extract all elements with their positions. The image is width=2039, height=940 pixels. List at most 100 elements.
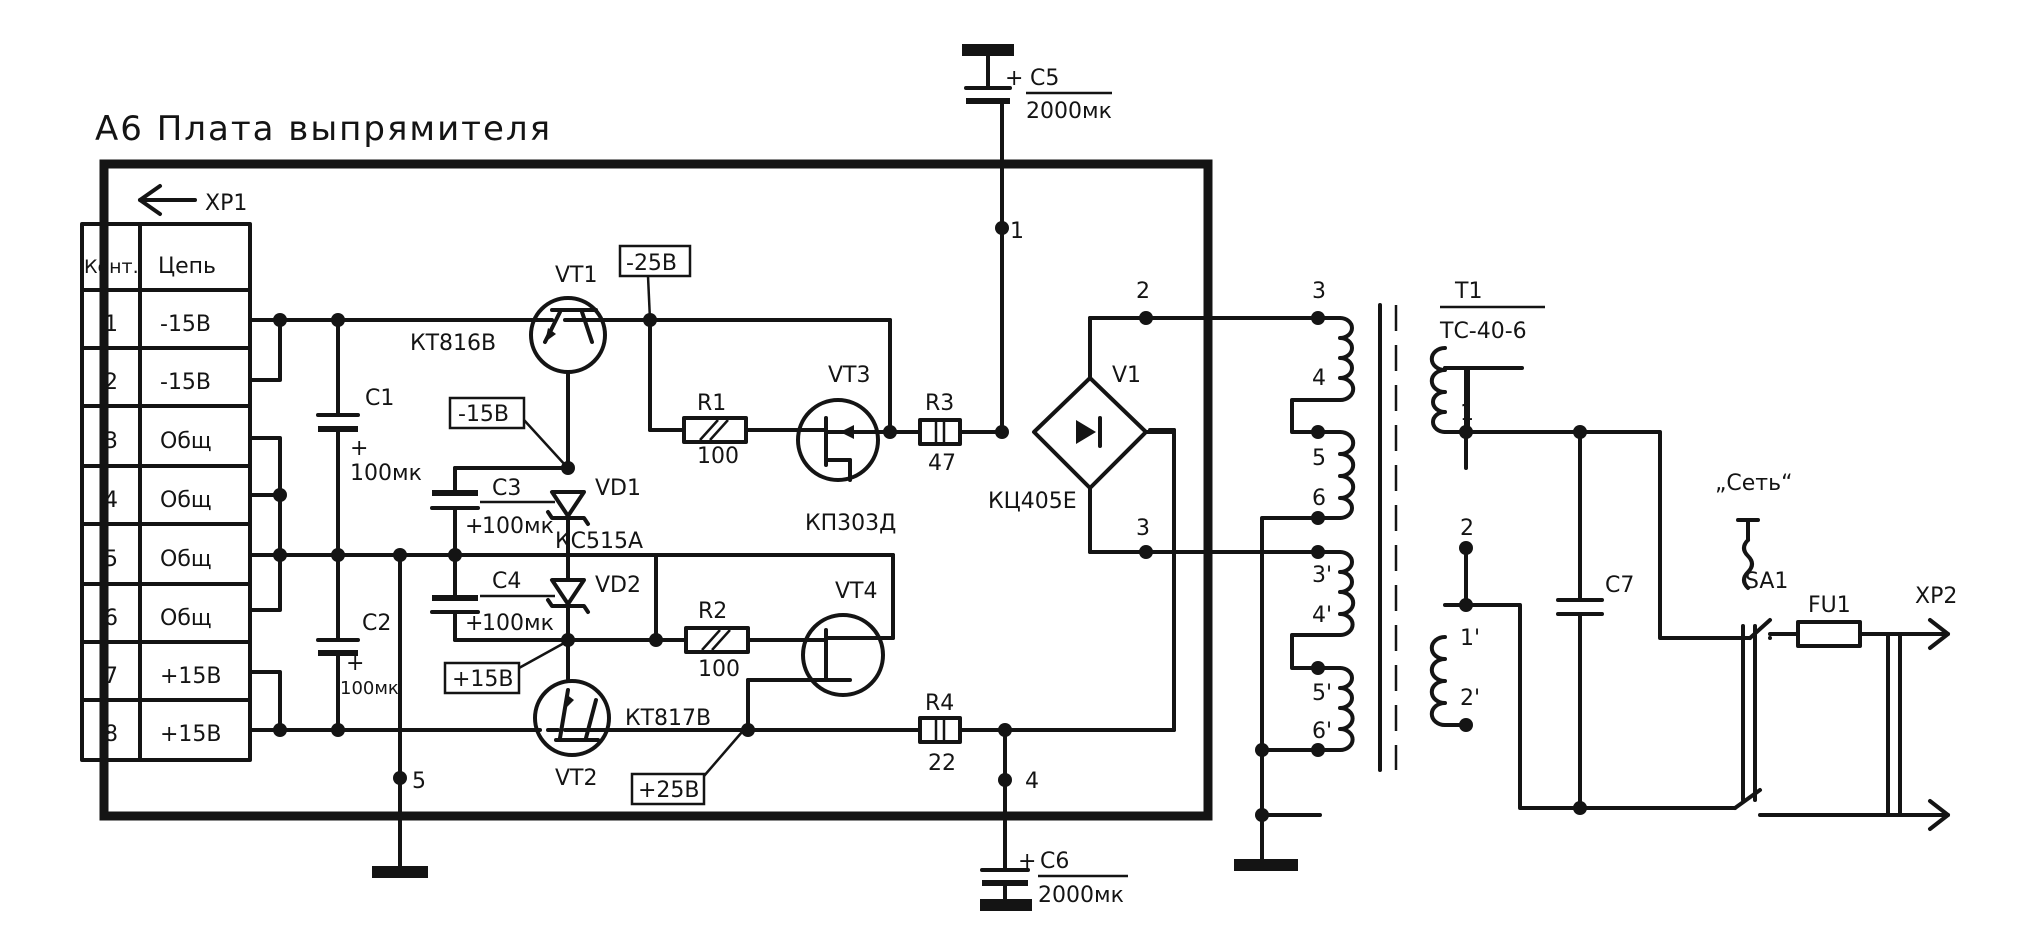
board-title: А6 Плата выпрямителя xyxy=(95,109,552,149)
vt2-type: КТ817В xyxy=(625,706,711,731)
c6-ref: C6 xyxy=(1040,849,1069,874)
c6-plus: + xyxy=(1018,849,1036,874)
node-4: 4 xyxy=(1025,769,1039,794)
t1-type: ТС-40-6 xyxy=(1439,319,1527,344)
v1-type: КЦ405Е xyxy=(988,489,1077,514)
resistor-r2 xyxy=(684,626,750,654)
node-1: 1 xyxy=(1010,219,1024,244)
tag-minus25-leader xyxy=(646,275,652,321)
pin-4p: 4' xyxy=(1312,603,1332,628)
c4-value: 100мк xyxy=(482,611,554,636)
vd2-ref: VD2 xyxy=(595,573,641,598)
table-contact-1: 1 xyxy=(104,312,118,337)
capacitor-c1 xyxy=(316,413,360,432)
connector-table xyxy=(80,222,252,762)
r1-ref: R1 xyxy=(697,391,726,416)
c6-value: 2000мк xyxy=(1038,883,1124,908)
c3-value: 100мк xyxy=(482,514,554,539)
r3-value: 47 xyxy=(928,451,956,476)
node-5: 5 xyxy=(412,769,426,794)
transistor-vt3 xyxy=(796,398,880,482)
pin-2p: 2' xyxy=(1460,686,1480,711)
resistor-r3 xyxy=(918,418,962,446)
table-circuit-6: Общ xyxy=(160,606,212,631)
pin-6: 6 xyxy=(1312,486,1326,511)
node-2: 2 xyxy=(1136,279,1150,304)
capacitor-c5 xyxy=(962,44,1014,434)
vt1-ref: VT1 xyxy=(555,263,598,288)
zener-vd2 xyxy=(546,578,590,638)
tag-plus25-box xyxy=(630,772,706,806)
board-outline xyxy=(99,159,1213,821)
node-3: 3 xyxy=(1136,516,1150,541)
transistor-vt1 xyxy=(529,296,607,374)
c3-ref: C3 xyxy=(492,476,521,501)
table-contact-3: 3 xyxy=(104,429,118,454)
table-contact-4: 4 xyxy=(104,488,118,513)
lower-branch-wires xyxy=(566,428,1176,732)
table-circuit-7: +15В xyxy=(160,664,222,689)
tag-minus15: -15В xyxy=(458,402,509,427)
vt4-ref: VT4 xyxy=(835,579,878,604)
c2-value: 100мк xyxy=(340,678,399,699)
table-contact-6: 6 xyxy=(104,606,118,631)
sa1-ref: SA1 xyxy=(1745,569,1788,594)
vd1-ref: VD1 xyxy=(595,476,641,501)
c5-ref: C5 xyxy=(1030,66,1059,91)
r2-value: 100 xyxy=(698,657,740,682)
c4-ref: C4 xyxy=(492,569,521,594)
tag-plus15-leader xyxy=(518,640,567,670)
transistor-vt4 xyxy=(798,613,895,697)
vt3-ref: VT3 xyxy=(828,363,871,388)
r3-ref: R3 xyxy=(925,391,954,416)
vd1-type: КС515А xyxy=(555,529,643,554)
vt1-type: КТ816В xyxy=(410,331,496,356)
tag-plus15: +15В xyxy=(452,667,514,692)
pin-2: 2 xyxy=(1460,516,1474,541)
table-circuit-1: -15В xyxy=(160,312,211,337)
c2-ref: C2 xyxy=(362,611,391,636)
mains-side-lines xyxy=(1464,430,1752,810)
resistor-r1 xyxy=(682,416,748,444)
mains-wires xyxy=(1464,366,1524,434)
table-circuit-4: Общ xyxy=(160,488,212,513)
capacitor-c2 xyxy=(316,638,360,656)
tag-minus15-leader xyxy=(523,419,567,467)
c1-plus: + xyxy=(350,436,368,461)
pin-5: 5 xyxy=(1312,446,1326,471)
c1-ref: C1 xyxy=(365,386,394,411)
mains-lower-line xyxy=(1758,799,1950,831)
pin-1p: 1' xyxy=(1460,626,1480,651)
capacitor-c4 xyxy=(430,595,480,614)
tag-minus15-box xyxy=(448,396,526,430)
capacitor-c3 xyxy=(430,490,480,510)
v1-ref: V1 xyxy=(1112,363,1141,388)
xp1-arrow xyxy=(138,184,197,216)
resistor-r4 xyxy=(918,716,962,744)
capacitor-c6 xyxy=(980,728,1032,911)
transistor-vt2 xyxy=(533,679,611,757)
tag-minus25: -25В xyxy=(626,251,677,276)
r1-value: 100 xyxy=(697,444,739,469)
table-contact-8: 8 xyxy=(104,722,118,747)
tag-plus25-leader xyxy=(703,731,743,777)
fu1-ref: FU1 xyxy=(1808,593,1851,618)
c5-value: 2000мк xyxy=(1026,99,1112,124)
pin-6p: 6' xyxy=(1312,719,1332,744)
table-contact-5: 5 xyxy=(104,547,118,572)
zener-vd1 xyxy=(546,490,590,530)
tag-minus25-box xyxy=(618,244,692,278)
t1-ref: T1 xyxy=(1454,279,1482,304)
r4-ref: R4 xyxy=(925,691,954,716)
table-contact-7: 7 xyxy=(104,664,118,689)
table-circuit-5: Общ xyxy=(160,547,212,572)
xp1-label: XP1 xyxy=(205,191,247,216)
tag-plus25: +25В xyxy=(638,778,700,803)
sa1-caption: „Сеть“ xyxy=(1715,471,1792,496)
c5-plus: + xyxy=(1005,66,1023,91)
pin-jumpers xyxy=(248,318,282,732)
table-circuit-2: -15В xyxy=(160,370,211,395)
table-circuit-8: +15В xyxy=(160,722,222,747)
c4-plus: + xyxy=(465,611,483,636)
